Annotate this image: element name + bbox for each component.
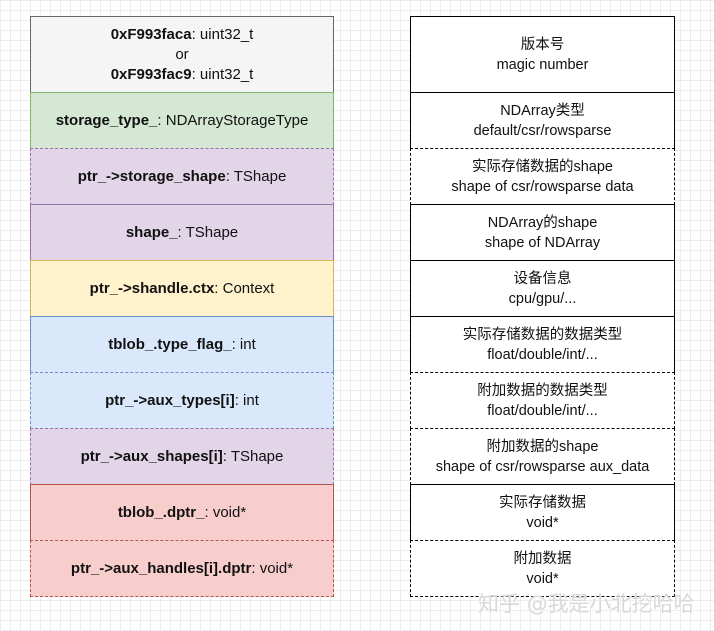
desc-aux-types: 附加数据的数据类型 float/double/int/... <box>410 372 675 429</box>
field-dptr: tblob_.dptr_: void* <box>30 484 334 541</box>
field-type: : uint32_t <box>191 65 254 83</box>
field-magic-line3: 0xF993fac9: uint32_t <box>111 65 254 85</box>
field-type: : NDArrayStorageType <box>157 111 309 129</box>
field-type: : int <box>231 335 256 353</box>
field-line: ptr_->storage_shape: TShape <box>78 167 287 187</box>
field-line: shape_: TShape <box>126 223 238 243</box>
desc-line1: NDArray类型 <box>500 102 585 119</box>
desc-line1: 版本号 <box>520 36 565 53</box>
desc-storage-shape: 实际存储数据的shape shape of csr/rowsparse data <box>410 148 675 205</box>
desc-line1: 设备信息 <box>513 270 572 287</box>
desc-line2: float/double/int/... <box>487 346 598 363</box>
field-aux-handles: ptr_->aux_handles[i].dptr: void* <box>30 540 334 597</box>
desc-line2: cpu/gpu/... <box>508 290 577 307</box>
field-line: ptr_->shandle.ctx: Context <box>90 279 275 299</box>
desc-line2: void* <box>526 514 559 531</box>
desc-line1: 实际存储数据 <box>499 494 586 511</box>
field-storage-type: storage_type_: NDArrayStorageType <box>30 92 334 149</box>
field-aux-types: ptr_->aux_types[i]: int <box>30 372 334 429</box>
field-type: : TShape <box>225 167 287 185</box>
desc-aux-shapes: 附加数据的shape shape of csr/rowsparse aux_dat… <box>410 428 675 485</box>
desc-line1: 实际存储数据的数据类型 <box>462 326 623 343</box>
desc-line1: 附加数据 <box>513 550 572 567</box>
field-line: tblob_.dptr_: void* <box>118 503 246 523</box>
field-column: 0xF993faca: uint32_t or 0xF993fac9: uint… <box>30 16 334 597</box>
desc-magic-number: 版本号 magic number <box>410 16 675 93</box>
description-column: 版本号 magic number NDArray类型 default/csr/row… <box>410 16 675 597</box>
field-line: tblob_.type_flag_: int <box>108 335 256 355</box>
field-context: ptr_->shandle.ctx: Context <box>30 260 334 317</box>
desc-dptr: 实际存储数据 void* <box>410 484 675 541</box>
desc-line1: 实际存储数据的shape <box>471 158 613 175</box>
field-name: tblob_.type_flag_ <box>108 335 232 353</box>
field-storage-shape: ptr_->storage_shape: TShape <box>30 148 334 205</box>
field-name: ptr_->aux_types[i] <box>105 391 235 409</box>
field-line: ptr_->aux_shapes[i]: TShape <box>81 447 284 467</box>
desc-line2: void* <box>526 570 559 587</box>
desc-line2: shape of csr/rowsparse data <box>451 178 634 195</box>
desc-line1: NDArray的shape <box>487 214 598 231</box>
field-name: ptr_->shandle.ctx <box>89 279 215 297</box>
field-type-flag: tblob_.type_flag_: int <box>30 316 334 373</box>
field-type: : void* <box>204 503 247 521</box>
field-name: storage_type_ <box>55 111 158 129</box>
desc-line2: shape of csr/rowsparse aux_data <box>435 458 650 475</box>
desc-line2: float/double/int/... <box>487 402 598 419</box>
field-name: ptr_->storage_shape <box>77 167 226 185</box>
field-magic-line1: 0xF993faca: uint32_t <box>111 25 254 45</box>
desc-context: 设备信息 cpu/gpu/... <box>410 260 675 317</box>
field-line: ptr_->aux_types[i]: int <box>105 391 259 411</box>
desc-line2: magic number <box>496 56 589 73</box>
field-type: : TShape <box>177 223 239 241</box>
field-name: 0xF993faca <box>110 25 192 43</box>
field-aux-shapes: ptr_->aux_shapes[i]: TShape <box>30 428 334 485</box>
watermark: 知乎 @我是小北挖哈哈 <box>478 592 695 616</box>
field-name: ptr_->aux_shapes[i] <box>80 447 223 465</box>
field-name: 0xF993fac9 <box>110 65 192 83</box>
desc-line2: default/csr/rowsparse <box>473 122 612 139</box>
field-line: storage_type_: NDArrayStorageType <box>56 111 309 131</box>
field-shape: shape_: TShape <box>30 204 334 261</box>
desc-line1: 附加数据的shape <box>486 438 599 455</box>
desc-type-flag: 实际存储数据的数据类型 float/double/int/... <box>410 316 675 373</box>
desc-line2: shape of NDArray <box>484 234 601 251</box>
field-name: ptr_->aux_handles[i].dptr <box>70 559 252 577</box>
field-type: : TShape <box>222 447 284 465</box>
field-type: : void* <box>251 559 294 577</box>
field-name: shape_ <box>125 223 178 241</box>
desc-aux-handles: 附加数据 void* <box>410 540 675 597</box>
field-type: : Context <box>214 279 275 297</box>
desc-shape: NDArray的shape shape of NDArray <box>410 204 675 261</box>
field-magic-or: or <box>175 45 189 63</box>
desc-line1: 附加数据的数据类型 <box>477 382 608 399</box>
field-line: ptr_->aux_handles[i].dptr: void* <box>71 559 293 579</box>
field-type: : int <box>234 391 259 409</box>
field-name: tblob_.dptr_ <box>117 503 205 521</box>
field-type: : uint32_t <box>191 25 254 43</box>
desc-storage-type: NDArray类型 default/csr/rowsparse <box>410 92 675 149</box>
field-magic-number: 0xF993faca: uint32_t or 0xF993fac9: uint… <box>30 16 334 93</box>
